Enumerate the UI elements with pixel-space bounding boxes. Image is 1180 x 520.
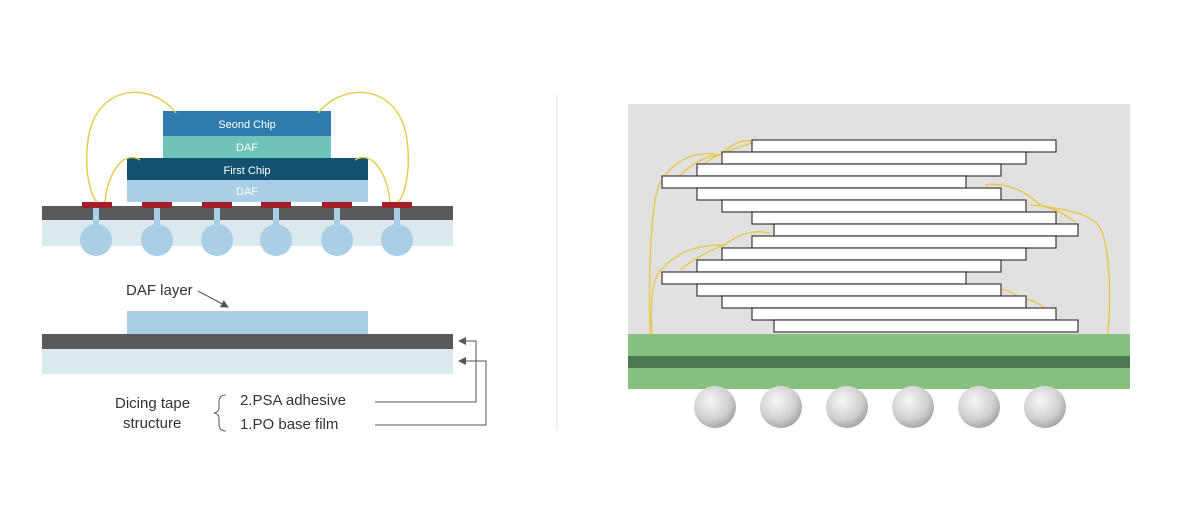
stacked-die bbox=[696, 283, 1002, 297]
psa-leader-line bbox=[375, 337, 477, 403]
bond-pad bbox=[322, 202, 352, 208]
bond-wire bbox=[1029, 204, 1076, 223]
pcb-middle-layer bbox=[628, 356, 1130, 368]
bond-wire bbox=[354, 156, 391, 203]
via bbox=[154, 206, 160, 224]
stacked-die bbox=[773, 223, 1079, 237]
bond-wire bbox=[650, 231, 771, 335]
via bbox=[93, 206, 99, 224]
daf-layer-label: DAF layer bbox=[126, 282, 193, 299]
solder-ball bbox=[1024, 386, 1066, 428]
stack-bond-wires bbox=[648, 139, 1111, 335]
left-chip-stack-diagram: Seond Chip DAF First Chip DAF bbox=[42, 91, 453, 256]
second-chip-label: Seond Chip bbox=[218, 119, 276, 131]
bond-pad bbox=[382, 202, 412, 208]
dicing-tape-diagram: DAF layer Dicing tape structure 2.PSA ad… bbox=[42, 282, 487, 433]
via bbox=[394, 206, 400, 224]
daf-bottom-layer bbox=[127, 180, 368, 202]
bond-wires bbox=[86, 91, 409, 203]
bond-pad bbox=[142, 202, 172, 208]
stacked-die bbox=[751, 139, 1057, 153]
bond-wire bbox=[317, 91, 409, 203]
via bbox=[334, 206, 340, 224]
stacked-dies bbox=[661, 139, 1079, 333]
stacked-die bbox=[721, 151, 1027, 165]
solder-ball bbox=[260, 224, 292, 256]
daf-top-layer bbox=[163, 136, 331, 158]
stacked-die bbox=[721, 247, 1027, 261]
psa-adhesive-layer bbox=[42, 334, 453, 349]
via bbox=[214, 206, 220, 224]
daf-top-label: DAF bbox=[236, 142, 258, 154]
stacked-die bbox=[751, 307, 1057, 321]
via bbox=[273, 206, 279, 224]
brace bbox=[213, 394, 227, 432]
psa-adhesive-label: 2.PSA adhesive bbox=[240, 392, 346, 409]
first-chip-label: First Chip bbox=[223, 165, 270, 177]
stacked-die bbox=[773, 319, 1079, 333]
po-base-film-layer bbox=[42, 349, 453, 374]
second-chip bbox=[163, 111, 331, 136]
bond-pads bbox=[82, 202, 412, 208]
dicing-tape-label-line2: structure bbox=[123, 415, 181, 432]
bond-pad bbox=[82, 202, 112, 208]
solder-ball bbox=[826, 386, 868, 428]
pcb-top-layer bbox=[628, 334, 1130, 356]
bond-wire bbox=[104, 156, 141, 203]
solder-ball bbox=[760, 386, 802, 428]
solder-ball bbox=[892, 386, 934, 428]
dicing-tape-label-line1: Dicing tape bbox=[115, 395, 190, 412]
stacked-die bbox=[696, 259, 1002, 273]
right-stacked-die-diagram bbox=[628, 104, 1130, 428]
bond-wire bbox=[648, 139, 761, 335]
bond-wire bbox=[984, 183, 1111, 335]
substrate-upper-layer bbox=[42, 206, 453, 220]
bond-wire bbox=[679, 244, 726, 271]
bond-wire bbox=[86, 91, 177, 203]
solder-ball bbox=[80, 224, 112, 256]
stacked-die bbox=[751, 211, 1057, 225]
first-chip bbox=[127, 158, 368, 180]
stacked-die bbox=[661, 175, 967, 189]
solder-ball bbox=[694, 386, 736, 428]
stacked-die bbox=[696, 163, 1002, 177]
bond-pad bbox=[202, 202, 232, 208]
po-leader-line bbox=[375, 357, 487, 426]
daf-layer-block bbox=[127, 311, 368, 334]
daf-layer-pointer bbox=[197, 290, 229, 308]
daf-bottom-label: DAF bbox=[236, 186, 258, 198]
stacked-die bbox=[751, 235, 1057, 249]
vias bbox=[93, 206, 400, 224]
solder-ball bbox=[141, 224, 173, 256]
solder-ball bbox=[381, 224, 413, 256]
solder-ball bbox=[958, 386, 1000, 428]
pcb-bottom-layer bbox=[628, 368, 1130, 389]
solder-balls bbox=[80, 224, 413, 256]
stacked-die bbox=[696, 187, 1002, 201]
solder-ball bbox=[201, 224, 233, 256]
stacked-die bbox=[721, 295, 1027, 309]
bond-pad bbox=[261, 202, 291, 208]
po-base-film-label: 1.PO base film bbox=[240, 416, 338, 433]
solder-ball bbox=[321, 224, 353, 256]
stacked-die bbox=[661, 271, 967, 285]
stack-solder-balls bbox=[694, 386, 1066, 428]
stacked-die bbox=[721, 199, 1027, 213]
